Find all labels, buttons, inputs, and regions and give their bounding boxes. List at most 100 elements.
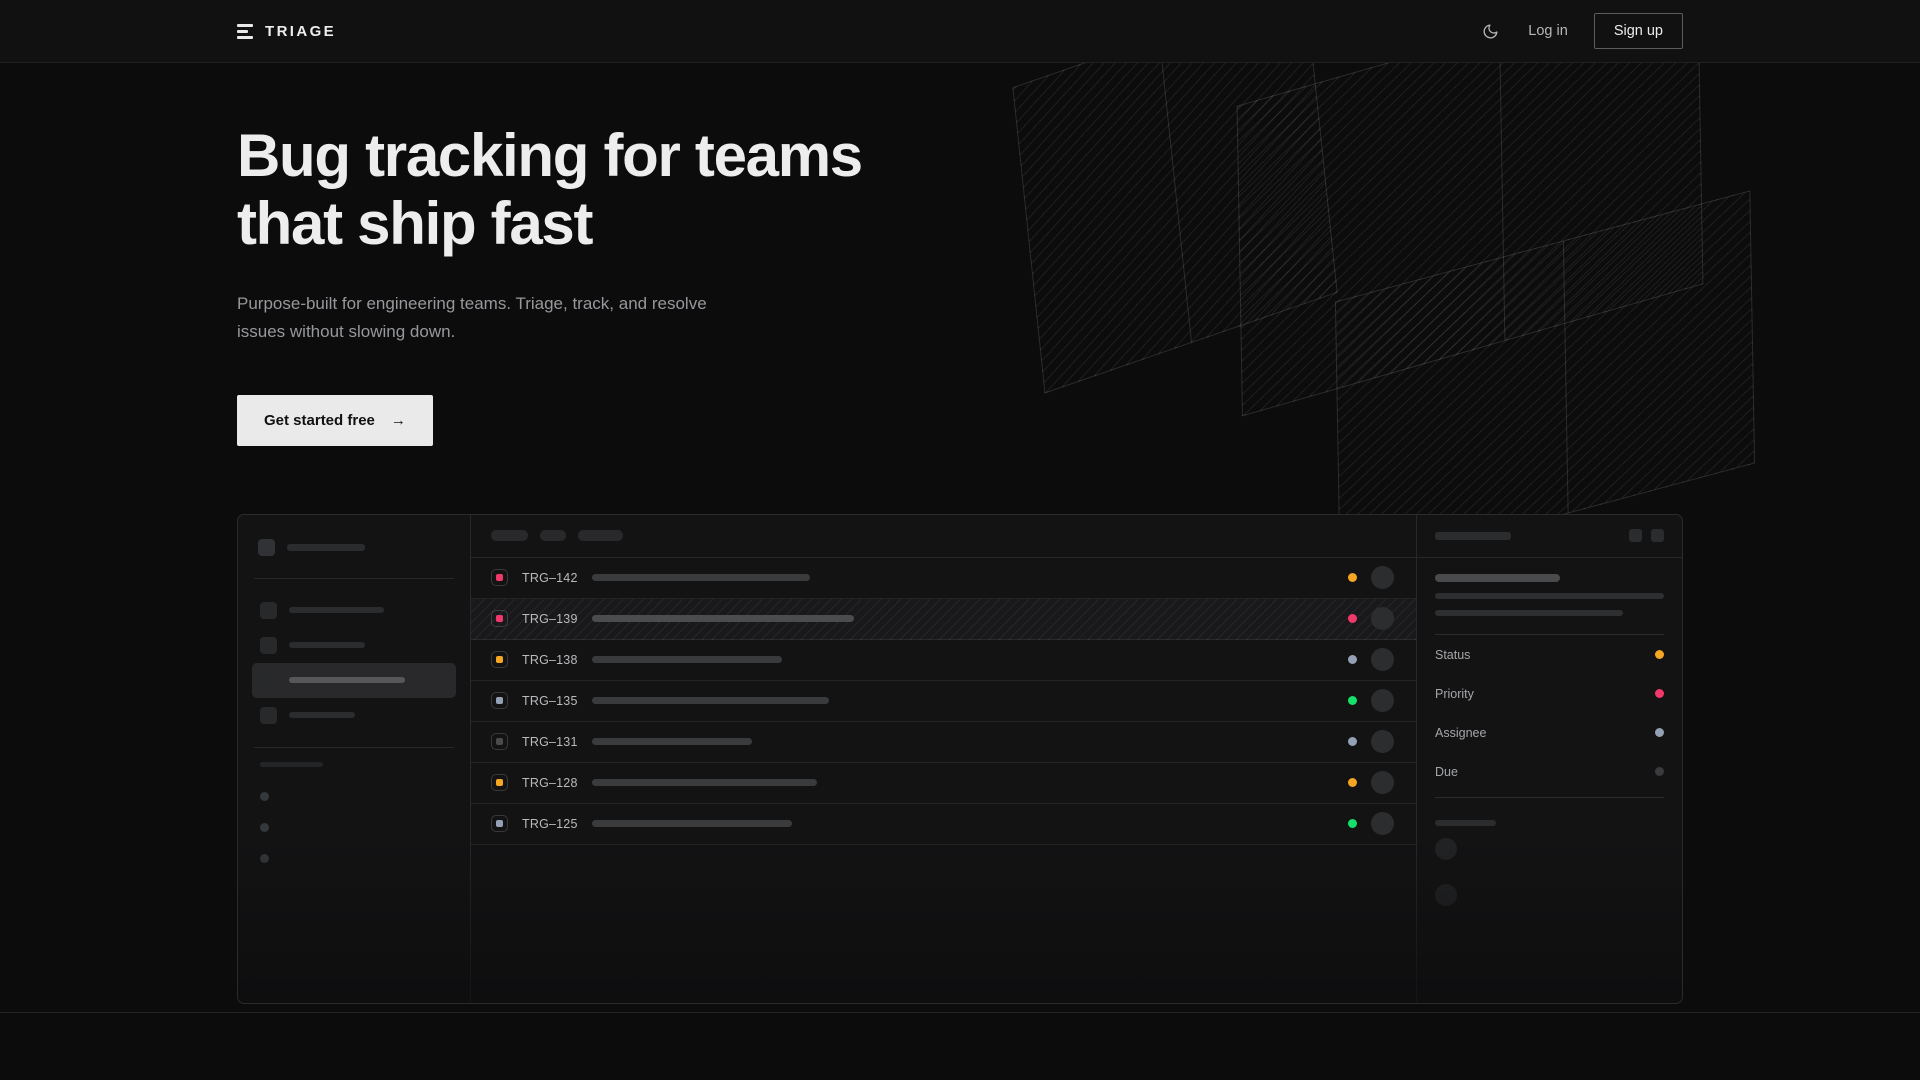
sidebar-label-item-0[interactable]	[252, 781, 456, 812]
detail-body-line	[1435, 592, 1664, 599]
issue-title-placeholder	[592, 820, 792, 828]
filter-chip[interactable]	[578, 530, 623, 542]
sidebar-item-icon	[260, 636, 277, 654]
detail-field-due[interactable]: Due	[1435, 752, 1664, 791]
issue-id: TRG–142	[522, 570, 578, 585]
brand-logo[interactable]: TRIAGE	[237, 23, 336, 40]
hero-section: Bug tracking for teams that ship fast Pu…	[0, 63, 1920, 446]
detail-field-label: Status	[1435, 647, 1471, 662]
issue-title-placeholder	[592, 615, 854, 623]
status-badge	[1348, 696, 1357, 706]
detail-divider-2	[1435, 796, 1664, 798]
sidebar-item-label-placeholder	[289, 677, 405, 684]
workspace-avatar	[258, 538, 275, 556]
detail-field-status[interactable]: Status	[1435, 635, 1664, 674]
sidebar-item-label-placeholder	[289, 712, 355, 719]
detail-field-priority[interactable]: Priority	[1435, 674, 1664, 713]
comments-label-placeholder	[1435, 819, 1496, 826]
detail-header	[1417, 515, 1682, 558]
status-badge	[1348, 655, 1357, 665]
priority-indicator-icon	[491, 733, 508, 751]
table-row[interactable]: TRG–131	[471, 722, 1416, 763]
filter-chip[interactable]	[491, 530, 528, 542]
get-started-button[interactable]: Get started free →	[237, 394, 433, 446]
sidebar-item-0[interactable]	[252, 593, 456, 628]
detail-field-value-dot	[1655, 767, 1664, 777]
priority-indicator-icon	[491, 815, 508, 833]
get-started-label: Get started free	[264, 411, 375, 429]
priority-indicator-icon	[491, 651, 508, 669]
sidebar-item-1[interactable]	[252, 628, 456, 663]
hero-title-line-1: Bug tracking for teams	[237, 122, 863, 189]
issue-id: TRG–131	[522, 734, 578, 749]
status-badge	[1348, 778, 1357, 788]
detail-field-label: Due	[1435, 764, 1458, 779]
sidebar-item-label-placeholder	[289, 607, 384, 614]
page-title: Bug tracking for teams that ship fast	[237, 122, 937, 258]
detail-action-button[interactable]	[1629, 529, 1642, 543]
sidebar-label-item-2[interactable]	[252, 843, 456, 874]
avatar	[1371, 648, 1394, 672]
avatar	[1371, 566, 1394, 590]
issue-id: TRG–125	[522, 816, 578, 831]
issue-title-placeholder	[592, 697, 829, 705]
detail-field-value-dot	[1655, 728, 1664, 738]
table-row[interactable]: TRG–139	[471, 598, 1416, 640]
login-link[interactable]: Log in	[1528, 23, 1568, 39]
detail-divider	[1435, 633, 1664, 635]
sidebar-divider-bottom	[254, 746, 454, 748]
workspace-name-placeholder	[287, 543, 365, 551]
table-row[interactable]: TRG–138	[471, 640, 1416, 681]
table-row[interactable]: TRG–142	[471, 558, 1416, 599]
status-badge	[1348, 614, 1357, 624]
avatar	[1435, 883, 1457, 906]
hero-subtitle-line-2: resolve issues without slowing down.	[237, 293, 707, 342]
sidebar-item-icon	[260, 671, 277, 689]
issue-id: TRG–138	[522, 652, 578, 667]
detail-field-assignee[interactable]: Assignee	[1435, 713, 1664, 752]
top-navigation-bar: TRIAGE Log in Sign up	[0, 0, 1920, 63]
issue-id: TRG–139	[522, 611, 578, 626]
table-row[interactable]: TRG–135	[471, 681, 1416, 722]
sidebar-item-icon	[260, 706, 277, 724]
detail-field-value-dot	[1655, 650, 1664, 660]
sidebar-divider-top	[254, 577, 454, 579]
detail-field-label: Priority	[1435, 686, 1474, 701]
priority-indicator-icon	[491, 569, 508, 587]
signup-button[interactable]: Sign up	[1593, 13, 1683, 49]
hero-subtitle: Purpose-built for engineering teams. Tri…	[237, 290, 712, 347]
table-row[interactable]: TRG–125	[471, 804, 1416, 845]
priority-indicator-icon	[491, 610, 508, 628]
sidebar-item-label-placeholder	[289, 642, 365, 649]
comment-item	[1435, 826, 1664, 872]
status-badge	[1348, 737, 1357, 747]
stacked-bars-icon	[237, 23, 253, 39]
app-sidebar	[238, 514, 471, 1003]
priority-indicator-icon	[491, 692, 508, 710]
avatar	[1435, 837, 1457, 860]
detail-title-placeholder	[1435, 573, 1560, 582]
issue-title-placeholder	[592, 779, 817, 787]
moon-icon[interactable]	[1478, 19, 1502, 43]
label-dot-icon	[260, 791, 269, 801]
sidebar-item-3[interactable]	[252, 698, 456, 733]
sidebar-item-icon	[260, 601, 277, 619]
detail-action-button[interactable]	[1651, 529, 1664, 543]
arrow-right-icon: →	[390, 411, 406, 429]
workspace-switcher[interactable]	[252, 531, 456, 564]
label-dot-icon	[260, 822, 269, 832]
sidebar-label-item-1[interactable]	[252, 812, 456, 843]
table-row[interactable]: TRG–128	[471, 763, 1416, 804]
issue-title-placeholder	[592, 574, 810, 582]
avatar	[1371, 730, 1394, 754]
sidebar-section-label	[260, 761, 323, 767]
issue-id: TRG–135	[522, 693, 578, 708]
filter-chip[interactable]	[540, 530, 566, 542]
detail-body-line	[1435, 609, 1623, 616]
sidebar-item-2[interactable]	[252, 662, 456, 698]
avatar	[1371, 689, 1394, 713]
